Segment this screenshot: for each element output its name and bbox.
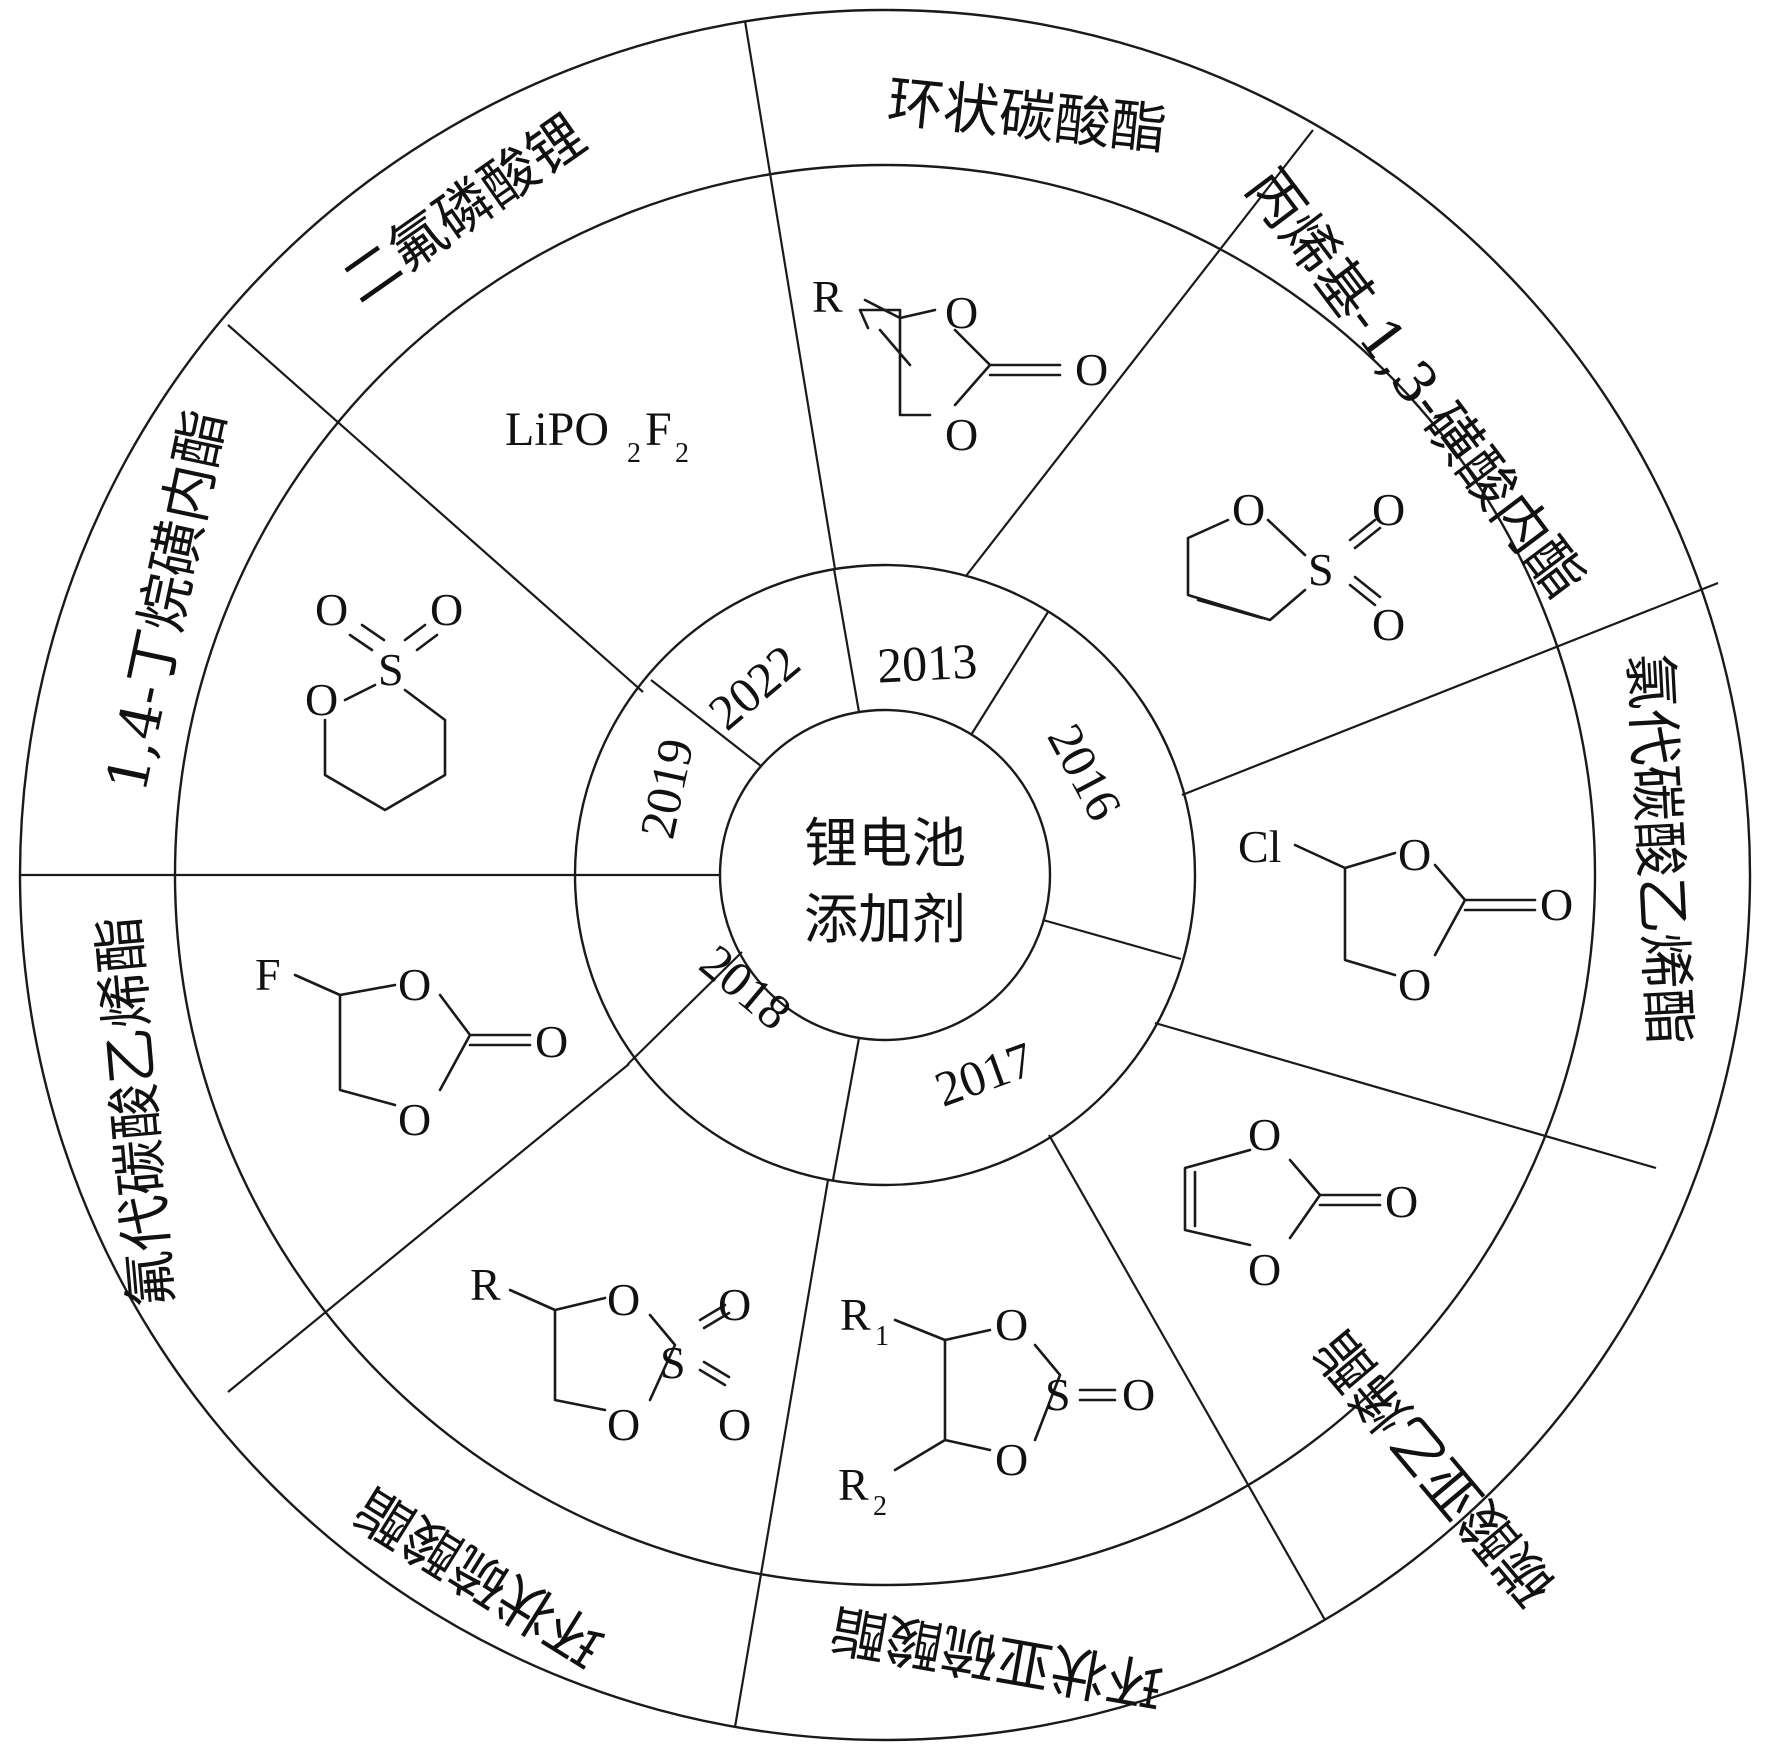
segment-name-chloro-ethylene-carbonate: 氯代碳酸乙烯酯	[1616, 652, 1701, 1047]
atom-o-ring2: O	[945, 409, 978, 460]
atom-r2: R	[838, 1459, 869, 1510]
atom-r: R	[812, 271, 843, 322]
year-label-2016: 2016	[1037, 715, 1133, 830]
atom-o-top: O	[718, 1279, 751, 1330]
formula-lipo2f2: LiPO 2 F 2	[505, 403, 689, 469]
atom-o-top: O	[1372, 484, 1405, 535]
atom-o-double: O	[1122, 1369, 1155, 1420]
atom-o-ring1: O	[1398, 829, 1431, 880]
atom-o-ring1: O	[945, 287, 978, 338]
structure-cyclic-carbonate: R O O O	[812, 271, 1108, 460]
atom-f: F	[255, 949, 281, 1000]
formula-sub-1: 2	[627, 438, 641, 469]
atom-o-right: O	[430, 584, 463, 635]
atom-s: S	[1045, 1369, 1071, 1420]
atom-o-ring2: O	[1248, 1244, 1281, 1295]
segment-name-butane-sultone: 1,4-丁烷磺内酯	[95, 405, 239, 798]
segment-name-fluoro-ethylene-carbonate: 氟代碳酸乙烯酯	[87, 914, 186, 1310]
atom-o-ring2: O	[995, 1434, 1028, 1485]
segment-name-lithium-difluorophosphate: 二氟磷酸锂	[331, 103, 598, 317]
formula-part-b: F	[645, 403, 672, 456]
segment-name-cyclic-sulfite: 环状亚硫酸酯	[826, 1595, 1168, 1717]
year-label-2022: 2022	[698, 633, 811, 740]
atom-o-bottom: O	[718, 1399, 751, 1450]
atom-o-ring: O	[305, 674, 338, 725]
atom-o-ring2: O	[1398, 959, 1431, 1010]
year-label-2019: 2019	[629, 734, 705, 843]
structure-propene-sultone: O S O O	[1186, 484, 1405, 650]
structure-cyclic-sulfite: R 1 R 2 O S O O	[838, 1289, 1155, 1522]
atom-o-ring1: O	[398, 959, 431, 1010]
structure-butane-sultone: O S O O	[305, 584, 463, 812]
center-title-line1: 锂电池	[804, 812, 966, 875]
structure-cyclic-sulfate: R O O S O O	[470, 1259, 751, 1450]
atom-o-carbonyl: O	[535, 1016, 568, 1067]
atom-r2-subscript: 2	[873, 1491, 887, 1522]
atom-o-ring1: O	[1248, 1109, 1281, 1160]
outer-dividers	[20, 20, 1719, 1728]
segment-name-propene-sultone: 丙烯基-1,3-磺酸内酯	[1233, 157, 1597, 611]
structure-fluoro-ethylene-carbonate: F O O O	[255, 949, 568, 1145]
structure-vinylene-carbonate: O O O	[1183, 1109, 1418, 1295]
formula-sub-2: 2	[675, 438, 689, 469]
atom-o-ring2: O	[398, 1094, 431, 1145]
atom-o-carbonyl: O	[1385, 1176, 1418, 1227]
atom-o-ring1: O	[995, 1299, 1028, 1350]
structure-chloro-ethylene-carbonate: Cl O O O	[1238, 821, 1573, 1010]
atom-s: S	[1308, 544, 1334, 595]
atom-s: S	[378, 644, 404, 695]
center-title-line2: 添加剂	[804, 888, 966, 951]
atom-o-carbonyl: O	[1075, 344, 1108, 395]
atom-r: R	[470, 1259, 501, 1310]
segment-name-vinylene-carbonate: 碳酸亚乙烯酯	[1303, 1317, 1569, 1616]
segment-name-cyclic-sulfate: 环状硫酸酯	[344, 1474, 616, 1678]
segment-name-cyclic-carbonate: 环状碳酸酯	[884, 70, 1169, 164]
formula-part-a: LiPO	[505, 403, 609, 456]
atom-o-ring: O	[1232, 484, 1265, 535]
year-label-2018: 2018	[690, 933, 803, 1040]
year-label-2017: 2017	[928, 1031, 1041, 1118]
atom-cl: Cl	[1238, 821, 1281, 872]
atom-o-carbonyl: O	[1540, 879, 1573, 930]
atom-o-ring1: O	[607, 1274, 640, 1325]
atom-s: S	[660, 1337, 686, 1388]
atom-o-ring2: O	[607, 1399, 640, 1450]
atom-o-bottom: O	[1372, 599, 1405, 650]
atom-r1-subscript: 1	[875, 1321, 889, 1352]
year-dividers	[575, 568, 1182, 1181]
atom-o-left: O	[315, 584, 348, 635]
atom-r1: R	[840, 1289, 871, 1340]
year-label-2013: 2013	[876, 632, 979, 693]
